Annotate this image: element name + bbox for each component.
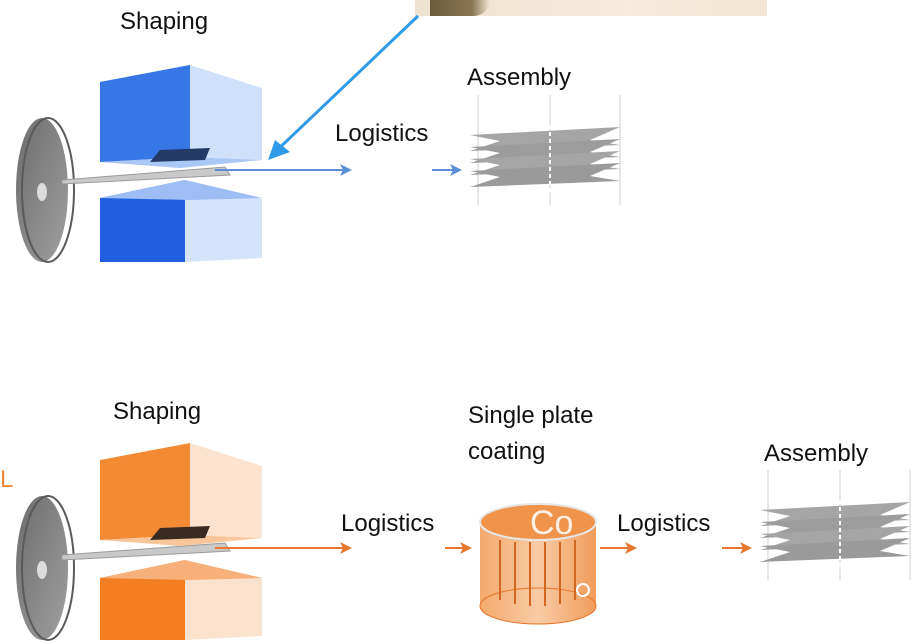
roll-icon — [16, 495, 75, 641]
foil-strip — [61, 542, 231, 561]
foil-strip — [61, 166, 231, 185]
bottom-logistics-label-2: Logistics — [617, 510, 711, 537]
top-shaping-label: Shaping — [120, 8, 209, 35]
plate-stack-icon — [470, 95, 621, 205]
side-letter: L — [0, 466, 14, 493]
press-block-icon — [100, 65, 262, 168]
arrow-icon — [340, 164, 352, 176]
arrow-icon — [460, 542, 472, 554]
coating-tank-icon — [479, 503, 597, 625]
plate-stack-icon — [760, 470, 911, 580]
bottom-logistics-label-1: Logistics — [341, 510, 435, 537]
ghost-text: Co — [530, 504, 574, 542]
callout-arrow — [271, 14, 420, 156]
press-block-icon — [100, 443, 262, 546]
coating-label-line2: coating — [468, 438, 546, 465]
press-block-icon — [100, 560, 262, 640]
arrow-icon — [450, 164, 462, 176]
photo-strip — [415, 0, 767, 16]
arrow-icon — [340, 542, 352, 554]
coating-label-line1: Single plate — [468, 402, 594, 429]
photo-shadow — [430, 0, 490, 16]
arrow-icon — [740, 542, 752, 554]
roll-icon — [16, 117, 75, 263]
top-assembly-label: Assembly — [467, 64, 572, 91]
arrow-icon — [625, 542, 637, 554]
top-logistics-label: Logistics — [335, 120, 429, 147]
bottom-assembly-label: Assembly — [764, 440, 869, 467]
press-block-icon — [100, 180, 262, 262]
bottom-shaping-label: Shaping — [113, 398, 202, 425]
